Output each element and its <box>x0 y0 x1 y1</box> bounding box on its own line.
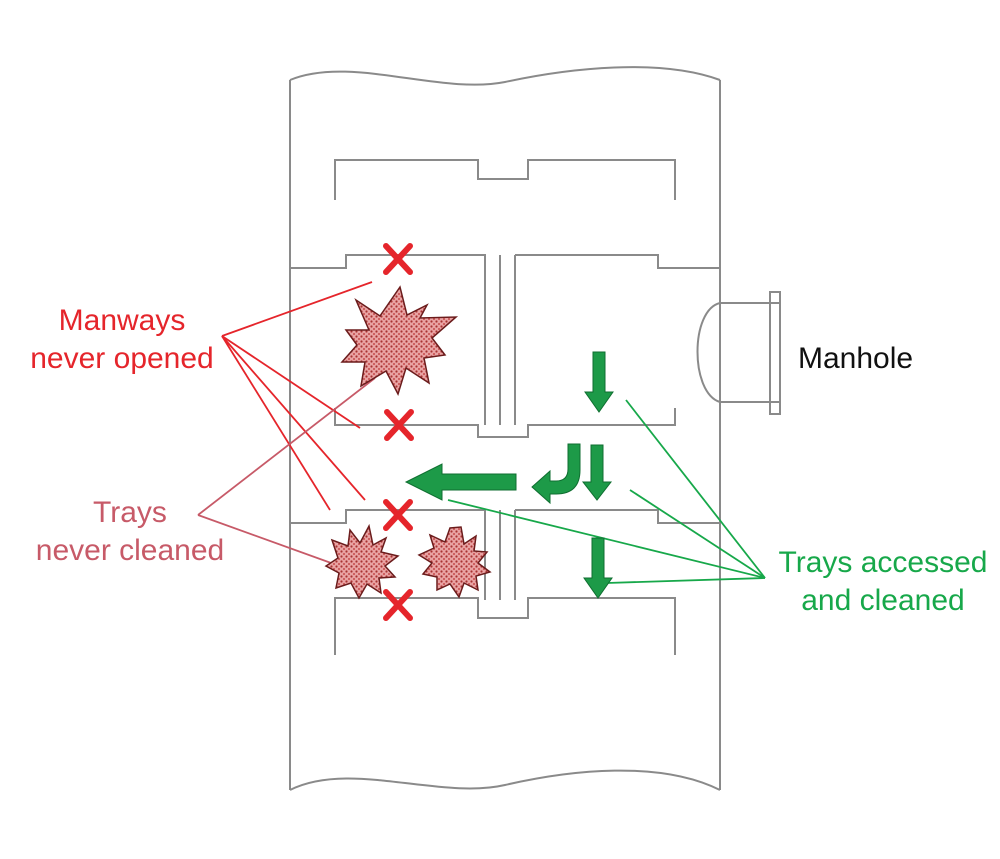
red-x-icon <box>383 243 413 275</box>
manhole-nozzle <box>696 291 781 415</box>
tray-4 <box>290 509 720 600</box>
green-flow-arrow-icon <box>404 463 517 501</box>
green-flow-arrow-icon <box>581 444 613 501</box>
tray-2 <box>290 254 720 425</box>
tray-5 <box>334 597 676 655</box>
column-shell <box>289 66 721 791</box>
green-flow-arrow-icon <box>583 537 613 599</box>
manways-label-line2: never opened <box>30 342 214 375</box>
green-flow-arrow-icon <box>584 351 614 413</box>
tray-1 <box>334 159 676 200</box>
trays-dirty-leaders <box>197 377 376 569</box>
fouling-icon <box>417 526 492 599</box>
red-x-icon <box>383 499 413 531</box>
manhole-label: Manhole <box>798 342 913 375</box>
trays-clean-label-line1: Trays accessed <box>779 546 988 579</box>
trays-dirty-label-line2: never cleaned <box>36 534 224 567</box>
fouling-icon <box>340 285 459 396</box>
red-x-icon <box>384 409 414 441</box>
red-x-icon <box>383 589 413 621</box>
trays-dirty-label-line1: Trays <box>93 496 167 529</box>
manways-leaders <box>221 281 373 511</box>
green-flow-arrow-icon <box>531 443 581 505</box>
manways-label-line1: Manways <box>59 304 186 337</box>
trays-clean-label-line2: and cleaned <box>801 584 964 617</box>
fouling-icon <box>324 523 400 600</box>
tray-3 <box>334 408 676 438</box>
trays-clean-leaders <box>447 399 766 584</box>
